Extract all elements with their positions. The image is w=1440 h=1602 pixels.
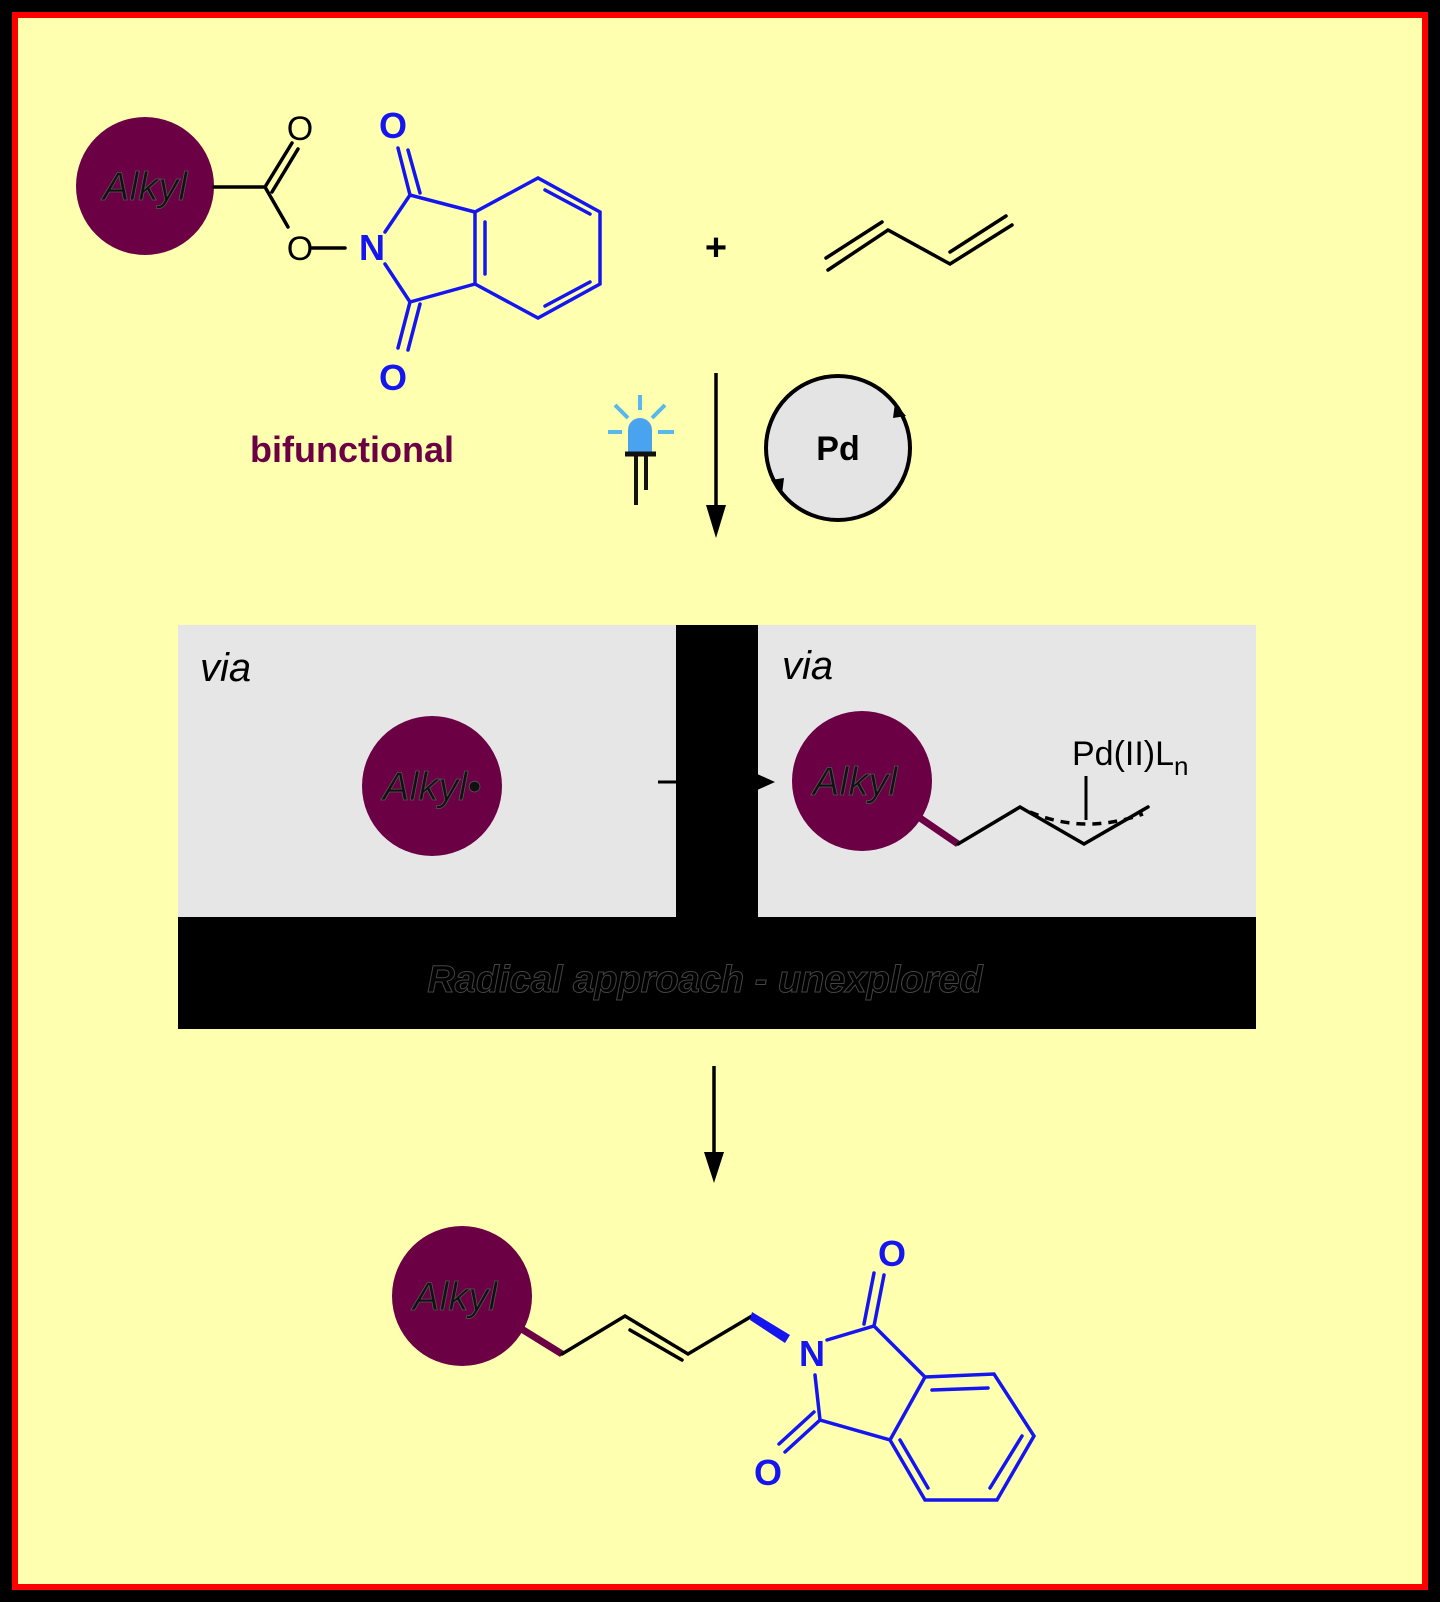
product: Alkyl N O O xyxy=(392,1226,1037,1502)
intermediates-box: via via Alkyl• Alkyl Pd(II)Ln Radical ap… xyxy=(178,625,1256,1029)
imide-oxygen-top: O xyxy=(379,105,407,146)
banner-bar xyxy=(178,917,1256,1029)
product-nitrogen: N xyxy=(799,1333,825,1374)
alkyl-label-allyl: Alkyl xyxy=(811,760,899,804)
reactant-ester: Alkyl O O N O O bifunctional xyxy=(76,105,602,470)
product-oxygen-bottom: O xyxy=(754,1452,782,1493)
blue-led-icon xyxy=(608,395,674,505)
alkyl-radical-sphere xyxy=(362,716,502,856)
reaction-arrow-1 xyxy=(706,373,726,538)
bifunctional-caption: bifunctional xyxy=(250,429,454,470)
carbonyl-oxygen: O xyxy=(287,110,313,148)
alkyl-sphere xyxy=(76,117,214,255)
pd-catalytic-cycle: Pd xyxy=(764,374,912,522)
alkyl-radical-label: Alkyl• xyxy=(381,765,481,809)
alkyl-sphere-product xyxy=(392,1226,532,1366)
alkyl-sphere-allyl xyxy=(792,711,932,851)
alkyl-label-product: Alkyl xyxy=(411,1275,499,1319)
reaction-arrow-2 xyxy=(704,1066,724,1183)
imide-oxygen-bottom: O xyxy=(379,357,407,398)
radical-approach-banner: Radical approach - unexplored xyxy=(427,959,983,1001)
butadiene xyxy=(824,214,1014,272)
pd-catalyst-label: Pd xyxy=(816,430,859,468)
via-label-left: via xyxy=(200,646,251,690)
plus-sign: + xyxy=(705,227,727,269)
product-oxygen-top: O xyxy=(878,1233,906,1274)
ester-oxygen: O xyxy=(287,230,313,268)
alkyl-label: Alkyl xyxy=(101,165,189,209)
radical-addition-arrow xyxy=(658,773,775,791)
pd-complex-label: Pd(II)Ln xyxy=(1072,735,1189,781)
imide-nitrogen: N xyxy=(359,227,385,268)
via-label-right: via xyxy=(782,644,833,688)
divider-bar xyxy=(676,625,758,917)
